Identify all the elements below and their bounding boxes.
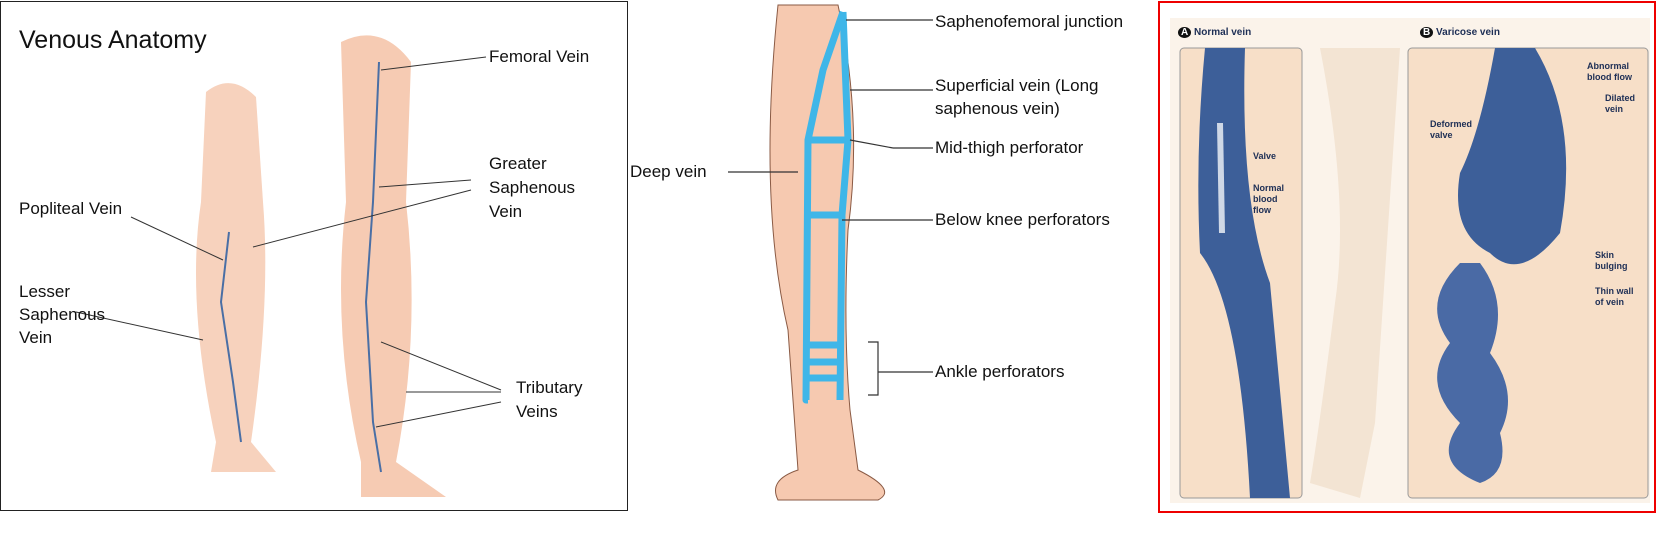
leg-vein-diagram — [728, 4, 933, 501]
label-thin-wall-1: Thin wall — [1595, 286, 1634, 296]
varicose-illustration — [1170, 18, 1650, 503]
label-superficial-vein-1: Superficial vein (Long — [935, 76, 1099, 95]
label-dilated-1: Dilated — [1605, 93, 1636, 103]
label-popliteal-vein: Popliteal Vein — [19, 199, 123, 218]
venous-anatomy-panel: Venous Anatomy Femoral Vein Greater Saph… — [0, 1, 628, 511]
label-greater-saphenous-2: Saphenous — [489, 178, 576, 197]
normal-vein-title: Normal vein — [1194, 27, 1252, 38]
label-abnormal-2: blood flow — [1587, 72, 1632, 82]
label-abnormal-1: Abnormal — [1587, 61, 1630, 71]
label-tributary-2: Veins — [516, 402, 558, 421]
label-deformed-1: Deformed — [1430, 119, 1473, 129]
label-greater-saphenous-3: Vein — [489, 202, 523, 221]
normal-vs-varicose-panel: A Normal vein B Varicose vein Valve Norm… — [1158, 1, 1656, 513]
label-deformed-2: valve — [1430, 130, 1453, 140]
badge-a: A Normal vein — [1178, 27, 1252, 38]
label-dilated-2: vein — [1605, 104, 1624, 114]
label-normal-flow-2: blood — [1253, 194, 1278, 204]
label-lesser-saphenous-3: Vein — [19, 328, 53, 347]
label-saphenofemoral-junction: Saphenofemoral junction — [935, 12, 1124, 31]
panel-title: Venous Anatomy — [19, 26, 207, 54]
legs-illustration — [75, 35, 502, 497]
label-normal-flow-1: Normal — [1253, 183, 1285, 193]
label-lesser-saphenous-1: Lesser — [19, 282, 71, 301]
label-skin-1: Skin — [1595, 250, 1615, 260]
label-normal-flow-3: flow — [1253, 205, 1271, 215]
label-superficial-vein-2: saphenous vein) — [935, 99, 1060, 118]
label-greater-saphenous-1: Greater — [489, 154, 547, 173]
perforator-diagram-panel: Saphenofemoral junction Superficial vein… — [628, 0, 1156, 540]
label-thin-wall-2: of vein — [1595, 297, 1625, 307]
badge-b: B Varicose vein — [1420, 27, 1500, 38]
label-lesser-saphenous-2: Saphenous — [19, 305, 106, 324]
varicose-vein-title: Varicose vein — [1436, 27, 1500, 38]
label-tributary-1: Tributary — [516, 378, 583, 397]
label-below-knee-perforators: Below knee perforators — [935, 210, 1110, 229]
label-mid-thigh-perforator: Mid-thigh perforator — [935, 138, 1084, 157]
label-valve: Valve — [1253, 151, 1277, 161]
label-ankle-perforators: Ankle perforators — [935, 362, 1065, 381]
label-femoral-vein: Femoral Vein — [489, 47, 590, 66]
label-deep-vein: Deep vein — [630, 162, 707, 181]
label-skin-2: bulging — [1595, 261, 1628, 271]
